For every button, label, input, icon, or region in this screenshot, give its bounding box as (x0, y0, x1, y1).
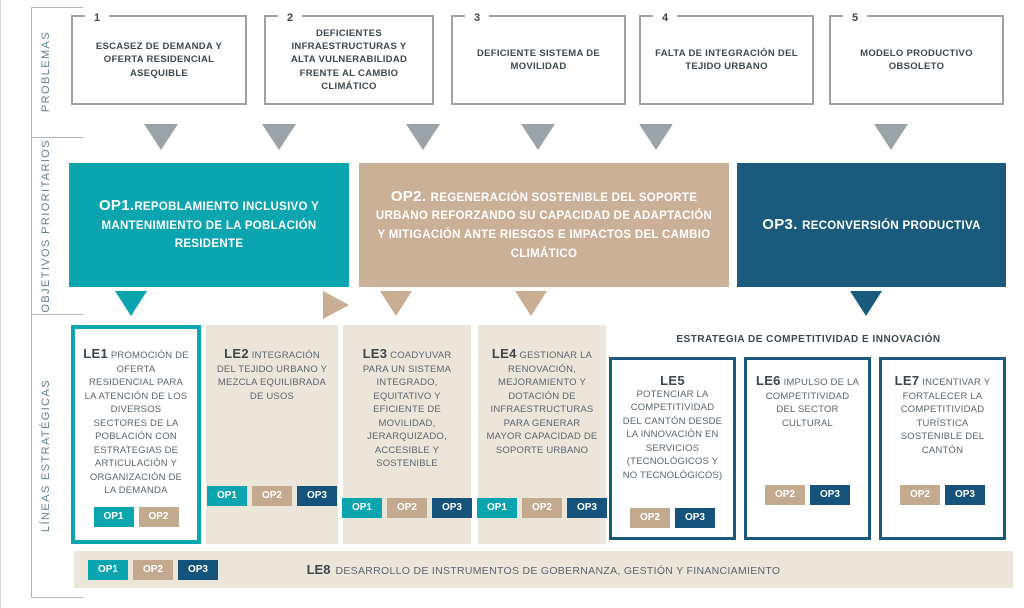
down-arrow-icon (521, 124, 555, 150)
line-text: LE4 GESTIONAR LA RENOVACIÓN, MEJORAMIENT… (486, 346, 598, 456)
problem-number: 3 (465, 9, 490, 27)
op1-badge: OP1 (88, 559, 128, 580)
badge-row: OP2 OP3 (747, 485, 868, 505)
op3-badge: OP3 (675, 508, 715, 528)
problem-box-1: 1 ESCASEZ DE DEMANDA Y OFERTA RESIDENCIA… (71, 9, 247, 105)
objective-op3: OP3. RECONVERSIÓN PRODUCTIVA (737, 163, 1006, 287)
sidebar-tick (31, 137, 83, 138)
objective-text: RECONVERSIÓN PRODUCTIVA (802, 219, 981, 232)
sidebar-label-objetivos: OBJETIVOS PRIORITARIOS (40, 138, 52, 313)
badge-row: OP1 OP2 (75, 507, 197, 527)
sidebar-label-lineas: LÍNEAS ESTRATÉGICAS (40, 379, 52, 532)
problem-text: MODELO PRODUCTIVO OBSOLETO (860, 47, 973, 72)
objective-text: REPOBLAMIENTO INCLUSIVO Y MANTENIMIENTO … (101, 200, 320, 251)
down-arrow-icon (406, 124, 440, 150)
op1-badge: OP1 (342, 498, 382, 518)
problem-number: 4 (653, 9, 678, 27)
problem-box-5: 5 MODELO PRODUCTIVO OBSOLETO (829, 9, 1004, 105)
objective-op1: OP1.REPOBLAMIENTO INCLUSIVO Y MANTENIMIE… (69, 163, 349, 287)
line-id: LE8 (306, 561, 331, 577)
op3-badge: OP3 (567, 498, 607, 518)
sidebar-label-problemas: PROBLEMAS (40, 31, 52, 113)
problem-text: ESCASEZ DE DEMANDA Y OFERTA RESIDENCIAL … (95, 41, 223, 79)
objective-id: OP1. (98, 196, 135, 214)
line-box-le6: LE6 IMPULSO DE LA COMPETITIVIDAD DEL SEC… (744, 357, 871, 540)
down-arrow-icon (115, 291, 147, 316)
badge-row: OP1 OP2 OP3 (477, 498, 607, 518)
op3-badge: OP3 (810, 485, 850, 505)
down-arrow-icon (380, 291, 412, 316)
line-id: LE1 (83, 346, 108, 361)
problem-number: 5 (843, 9, 868, 27)
sidebar-tick (31, 597, 83, 598)
objective-text: REGENERACIÓN SOSTENIBLE DEL SOPORTE URBA… (375, 191, 713, 260)
line-text: LE5 POTENCIAR LA COMPETITIVIDAD DEL CANT… (612, 360, 733, 482)
line-text: LE6 IMPULSO DE LA COMPETITIVIDAD DEL SEC… (755, 373, 860, 429)
down-arrow-icon (850, 291, 882, 316)
op2-badge: OP2 (765, 485, 805, 505)
op1-badge: OP1 (93, 507, 134, 527)
sidebar-axis-line (31, 7, 32, 597)
problem-number: 1 (85, 9, 110, 27)
badge-row: OP1 OP2 OP3 (206, 486, 338, 506)
sidebar-tick (31, 314, 83, 315)
strategy-group-header: ESTRATEGIA DE COMPETITIVIDAD E INNOVACIÓ… (676, 334, 941, 345)
problem-box-4: 4 FALTA DE INTEGRACIÓN DEL TEJIDO URBANO (639, 9, 814, 105)
problem-text: FALTA DE INTEGRACIÓN DEL TEJIDO URBANO (655, 47, 798, 72)
down-arrow-icon (515, 291, 547, 316)
objective-id: OP2. (390, 187, 427, 205)
badge-row: OP2 OP3 (882, 485, 1003, 505)
badge-row: OP1 OP2 OP3 (342, 498, 472, 518)
badge-row: OP2 OP3 (612, 508, 733, 528)
op1-badge: OP1 (207, 486, 247, 506)
line-box-le4: LE4 GESTIONAR LA RENOVACIÓN, MEJORAMIENT… (477, 325, 607, 544)
objective-id: OP3. (762, 215, 798, 233)
problem-number: 2 (278, 9, 303, 27)
line-box-le3: LE3 COADYUVAR PARA UN SISTEMA INTEGRADO,… (342, 325, 472, 544)
line-id: LE3 (362, 346, 388, 361)
problem-text: DEFICIENTE SISTEMA DE MOVILIDAD (476, 47, 601, 72)
problem-box-2: 2 DEFICIENTES INFRAESTRUCTURAS Y ALTA VU… (264, 9, 434, 105)
op2-badge: OP2 (630, 508, 670, 528)
line-text: LE2 INTEGRACIÓN DEL TEJIDO URBANO Y MEZC… (216, 346, 328, 402)
op1-badge: OP1 (477, 498, 517, 518)
down-arrow-icon (639, 124, 673, 150)
problem-box-3: 3 DEFICIENTE SISTEMA DE MOVILIDAD (451, 9, 626, 105)
sidebar-tick (31, 7, 83, 8)
line-id: LE5 (660, 373, 685, 388)
line-text: LE7 INCENTIVAR Y FORTALECER LA COMPETITI… (894, 373, 991, 456)
down-arrow-icon (144, 124, 178, 150)
line-text: LE1 PROMOCIÓN DE OFERTA RESIDENCIAL PARA… (83, 346, 189, 496)
line-id: LE2 (224, 346, 249, 361)
op2-badge: OP2 (387, 498, 427, 518)
op3-badge: OP3 (178, 559, 218, 580)
line-text: LE3 COADYUVAR PARA UN SISTEMA INTEGRADO,… (362, 346, 452, 469)
op3-badge: OP3 (297, 486, 337, 506)
op2-badge: OP2 (522, 498, 562, 518)
op2-badge: OP2 (252, 486, 292, 506)
objective-op2: OP2. REGENERACIÓN SOSTENIBLE DEL SOPORTE… (359, 163, 729, 287)
down-arrow-icon (874, 124, 908, 150)
right-arrow-icon (323, 291, 349, 319)
line-box-le2: LE2 INTEGRACIÓN DEL TEJIDO URBANO Y MEZC… (206, 325, 338, 544)
line-box-le5: LE5 POTENCIAR LA COMPETITIVIDAD DEL CANT… (609, 357, 736, 540)
badge-row: OP1 OP2 OP3 (88, 559, 218, 580)
line-box-le7: LE7 INCENTIVAR Y FORTALECER LA COMPETITI… (879, 357, 1006, 540)
op2-badge: OP2 (133, 559, 173, 580)
line-id: LE6 (755, 373, 781, 388)
op3-badge: OP3 (432, 498, 472, 518)
op3-badge: OP3 (945, 485, 985, 505)
op2-badge: OP2 (900, 485, 940, 505)
problem-text: DEFICIENTES INFRAESTRUCTURAS Y ALTA VULN… (290, 27, 408, 92)
down-arrow-icon (262, 124, 296, 150)
line-id: LE4 (491, 346, 517, 361)
line-id: LE7 (894, 373, 920, 388)
op2-badge: OP2 (138, 507, 179, 527)
line-box-le1: LE1 PROMOCIÓN DE OFERTA RESIDENCIAL PARA… (71, 325, 201, 544)
